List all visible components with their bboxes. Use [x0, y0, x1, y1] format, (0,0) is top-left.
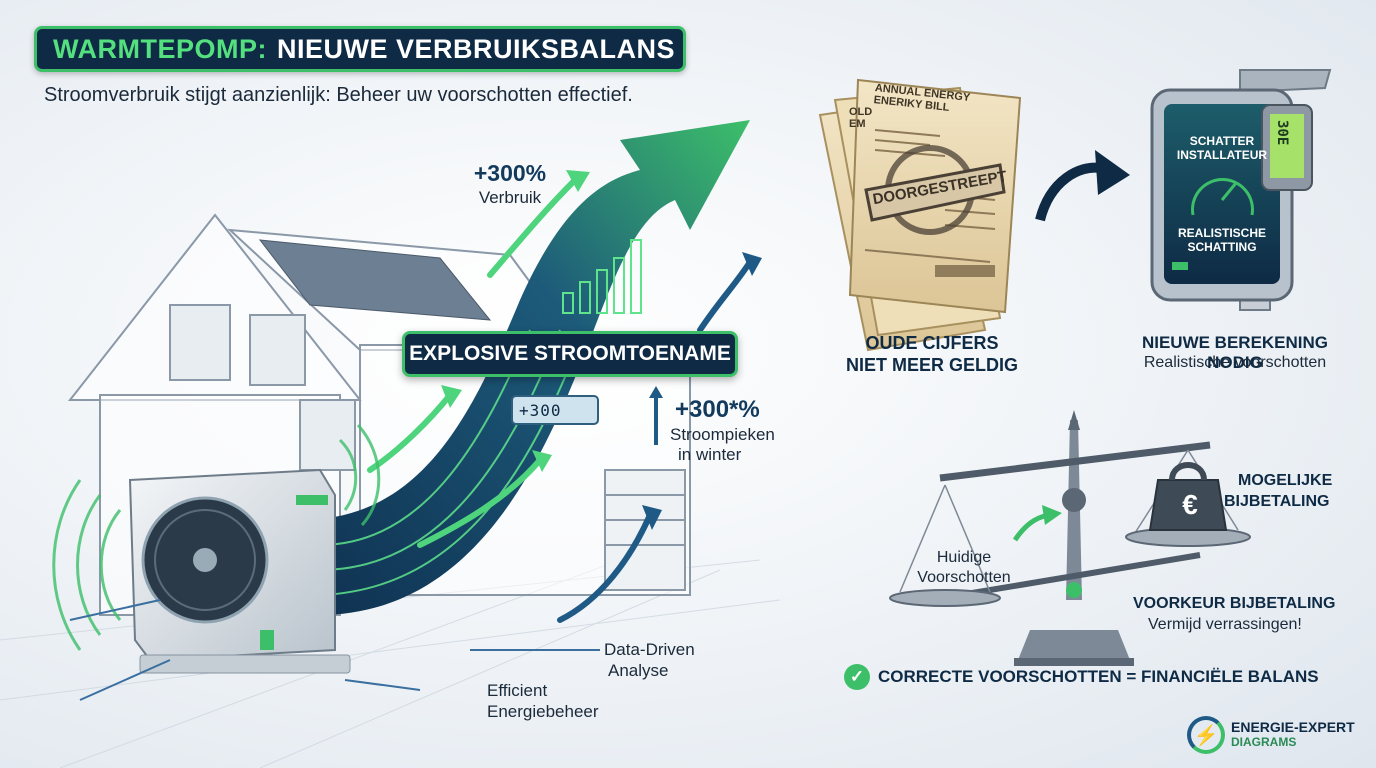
solar-panels	[258, 239, 492, 321]
brand-line-2: DIAGRAMS	[1231, 735, 1297, 749]
arrow-heads	[441, 170, 762, 530]
phone-caption-sub: Realistische voorschotten	[1143, 354, 1327, 371]
main-title-banner: WARMTEPOMP: NIEUWE VERBRUIKSBALANS	[34, 26, 686, 72]
current-advances-line-1: Huidige	[936, 549, 992, 566]
energy-line-1: Efficient	[487, 681, 548, 700]
bill-back-title: OLD EM	[849, 106, 872, 130]
usage-label: Verbruik	[478, 188, 542, 207]
balance-scale	[889, 410, 1251, 666]
phone-screen-line-3: REALISTISCHE	[1177, 226, 1266, 240]
euro-icon: €	[1182, 489, 1198, 520]
caliper-display: 30E	[1274, 120, 1290, 146]
phone-estimator	[1150, 69, 1332, 311]
transfer-arrow	[1035, 150, 1130, 222]
input-arrows	[69, 599, 600, 701]
extra-payment-line-1: MOGELIJKE	[1238, 472, 1333, 489]
peaks-line-2: in winter	[678, 445, 742, 464]
usage-percentage: +300%	[473, 160, 547, 186]
phone-caption-title: NIEUWE BEREKENING NODIG	[1141, 333, 1329, 372]
phone-screen-line-1: SCHATTER	[1189, 134, 1255, 148]
brand-logo: ⚡ ENERGIE-EXPERT DIAGRAMS	[1187, 716, 1355, 754]
subtitle: Stroomverbruik stijgt aanzienlijk: Behee…	[44, 84, 633, 106]
sound-waves	[52, 423, 381, 651]
explosive-increase-banner: EXPLOSIVE STROOMTOENAME	[402, 331, 738, 377]
current-advances-line-2: Voorschotten	[917, 569, 1011, 586]
heat-pump-unit	[128, 468, 351, 674]
analysis-line-1: Data-Driven	[604, 640, 695, 659]
scale-up-arrow	[1012, 512, 1049, 542]
conclusion-text: CORRECTE VOORSCHOTTEN = FINANCIËLE BALAN…	[878, 667, 1319, 686]
side-arrows	[367, 177, 753, 623]
phone-screen-bottom: REALISTISCHE SCHATTING	[1166, 226, 1278, 254]
phone-screen-line-4: SCHATTING	[1187, 240, 1257, 254]
bill-back-line-2: EM	[849, 118, 866, 130]
analysis-line-2: Analyse	[608, 661, 669, 680]
bills-caption-line-2: NIET MEER GELDIG	[845, 355, 1018, 375]
title-part-2: NIEUWE VERBRUIKSBALANS	[277, 33, 676, 64]
old-energy-bills	[818, 78, 1022, 352]
peaks-percentage: +300*%	[675, 396, 760, 423]
growth-bar-chart	[562, 239, 642, 314]
preference-subtitle: Vermijd verrassingen!	[1148, 616, 1302, 633]
bills-caption-line-1: OUDE CIJFERS	[865, 333, 999, 353]
energy-meter-display: +300	[511, 395, 599, 425]
brand-text: ENERGIE-EXPERT DIAGRAMS	[1231, 720, 1355, 750]
bill-back-line-1: OLD	[849, 106, 873, 118]
lightning-bolt-icon: ⚡	[1187, 716, 1225, 754]
conclusion-row: ✓ CORRECTE VOORSCHOTTEN = FINANCIËLE BAL…	[844, 664, 1319, 690]
brand-line-1: ENERGIE-EXPERT	[1231, 719, 1355, 735]
title-part-1: WARMTEPOMP:	[53, 33, 267, 64]
phone-screen-top: SCHATTER INSTALLATEUR	[1166, 134, 1278, 162]
extra-payment-line-2: BIJBETALING	[1224, 493, 1330, 510]
phone-screen-line-2: INSTALLATEUR	[1176, 148, 1268, 162]
energy-line-2: Energiebeheer	[487, 702, 599, 721]
check-circle-icon: ✓	[844, 664, 870, 690]
preference-title: VOORKEUR BIJBETALING	[1133, 595, 1336, 612]
peaks-line-1: Stroompieken	[670, 425, 775, 444]
